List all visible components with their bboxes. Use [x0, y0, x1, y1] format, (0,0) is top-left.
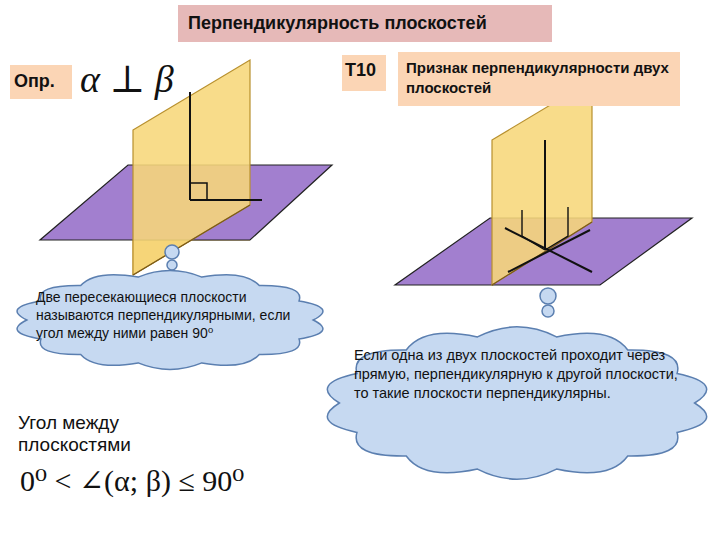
bubble: [165, 245, 179, 259]
title-banner: Перпендикулярность плоскостей: [178, 5, 552, 42]
right-angle-mark: [545, 207, 568, 250]
criterion-planes: [395, 80, 692, 285]
right-angle-mark: [522, 210, 545, 250]
plane-line: [508, 230, 590, 272]
node-text: Две пересекающиеся плоскости называются …: [36, 288, 310, 343]
title-text: Перпендикулярность плоскостей: [188, 12, 542, 34]
cloud-shape: [327, 327, 706, 479]
base-line: [190, 199, 262, 201]
angle-caption: Угол между плоскостями: [18, 412, 188, 456]
angle-formula: 0⁰ < ∠(α; β) ≤ 90⁰: [20, 464, 320, 499]
theorem-cloud: Если одна из двух плоскостей проходит че…: [318, 318, 716, 488]
plane-beta: [492, 80, 592, 285]
bubble: [167, 260, 177, 270]
plane-line: [505, 228, 592, 272]
cloud-outline: [318, 318, 716, 488]
definition-tag: Опр.: [10, 65, 72, 99]
node-text: Т10: [345, 59, 384, 82]
intersection-line: [133, 205, 250, 275]
perpendicular-formula: α ⊥ β: [80, 58, 210, 102]
theorem-title: Признак перпендикулярности двух плоскост…: [398, 52, 680, 106]
perpendicular-line: [189, 92, 191, 200]
node-text: Признак перпендикулярности двух плоскост…: [406, 58, 672, 97]
bubble: [540, 288, 556, 304]
bubble: [542, 305, 554, 317]
perpendicular-line: [544, 140, 546, 250]
right-angle-mark: [190, 183, 207, 200]
definition-cloud: Две пересекающиеся плоскости называются …: [8, 262, 332, 378]
theorem-number: Т10: [342, 55, 386, 91]
node-text: Если одна из двух плоскостей проходит че…: [354, 346, 690, 403]
cloud-shape: [17, 271, 323, 370]
node-text: Опр.: [14, 70, 68, 93]
intersection-line: [492, 222, 592, 285]
